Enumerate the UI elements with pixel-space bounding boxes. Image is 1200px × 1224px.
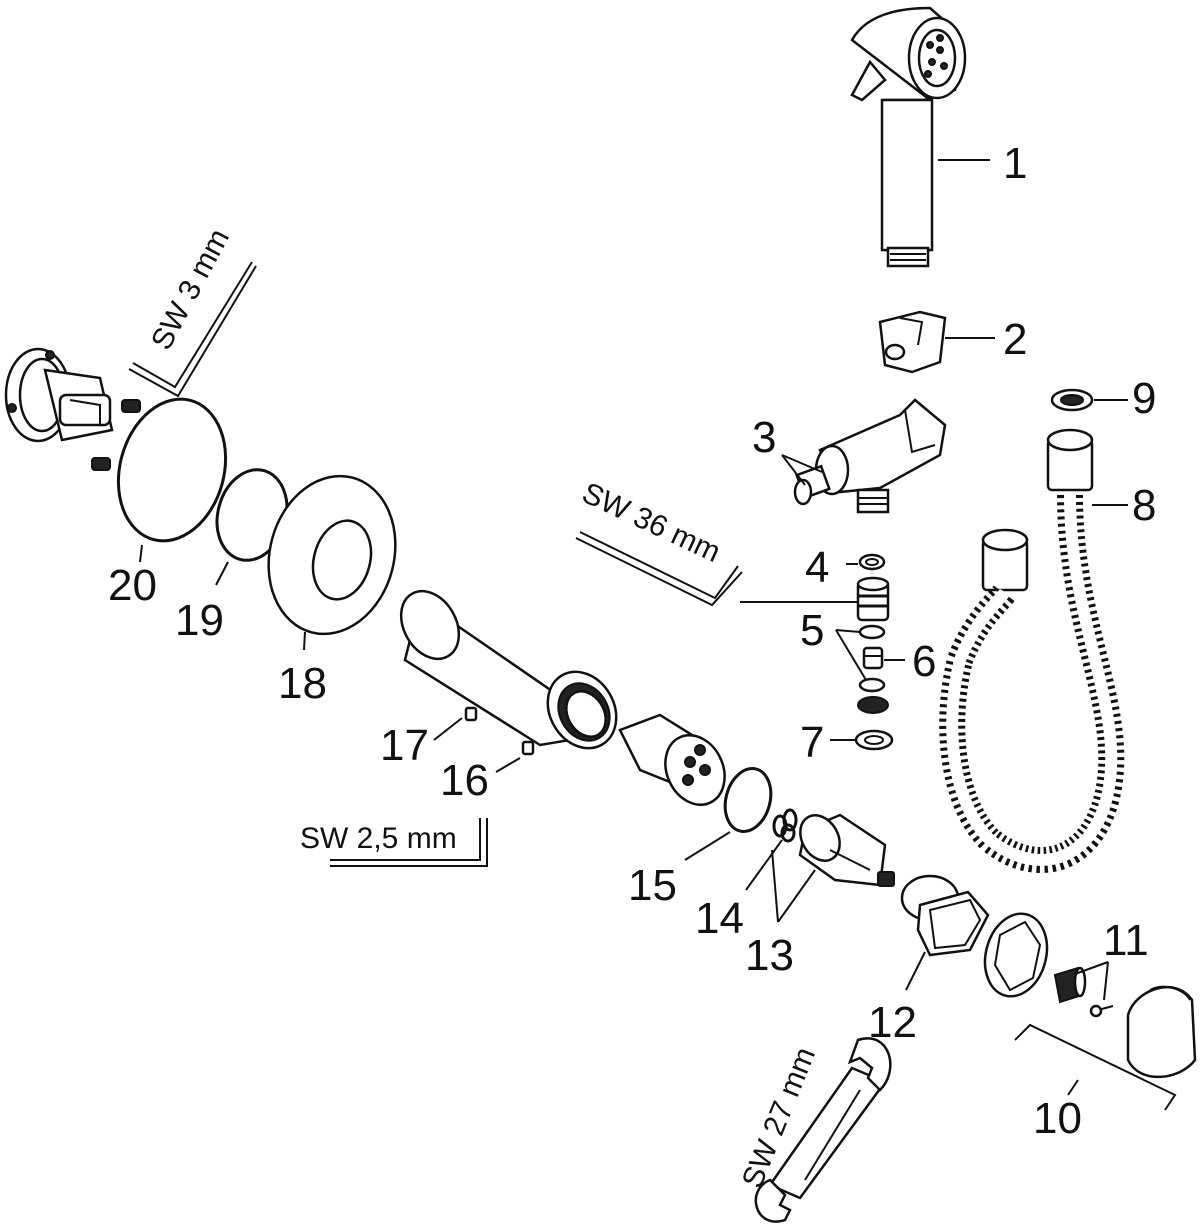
label-part-4: 4 [805, 543, 829, 592]
label-part-13: 13 [745, 931, 794, 980]
tool-label-sw25: SW 2,5 mm [300, 822, 457, 855]
valve-body [399, 589, 618, 750]
part-20-o-ring [116, 397, 228, 543]
leader-11a [1074, 961, 1109, 975]
label-part-15: 15 [628, 861, 677, 910]
part-7-washer [854, 729, 894, 751]
part-9-filter-washer [1050, 388, 1094, 412]
tool-hex-key-2-5mm: SW 2,5 mm [300, 818, 488, 867]
part-12-hex-adapter [900, 874, 990, 957]
leader-3a [781, 454, 806, 486]
label-part-19: 19 [175, 596, 224, 645]
leader-15 [684, 831, 731, 861]
label-part-10: 10 [1033, 1094, 1082, 1143]
label-part-11: 11 [1103, 916, 1149, 965]
part-6-valve-insert [857, 646, 889, 714]
label-part-5: 5 [800, 606, 824, 655]
part-1-hand-shower [850, 6, 967, 268]
label-part-3: 3 [752, 413, 776, 462]
label-part-9: 9 [1132, 374, 1156, 423]
leader-5b [835, 629, 867, 681]
label-part-1: 1 [1003, 139, 1027, 188]
valve-cartridge [618, 713, 726, 806]
label-part-17: 17 [380, 721, 429, 770]
bracket-10 [1014, 1023, 1177, 1111]
part-13-cartridge [798, 813, 895, 887]
leader-19 [215, 561, 229, 586]
label-part-8: 8 [1132, 481, 1156, 530]
leader-18 [303, 631, 306, 651]
leader-13a [771, 849, 779, 923]
part-17-set-screw [464, 706, 478, 722]
label-part-14: 14 [695, 894, 744, 943]
part-11-adapter-and-screw [1053, 966, 1114, 1018]
leader-5a [835, 629, 861, 633]
part-4-o-ring [858, 553, 886, 571]
leader-14 [745, 839, 783, 891]
tool-label-sw3: SW 3 mm [145, 224, 236, 356]
part-5-check-valve [856, 576, 890, 693]
part-14-small-o-rings [772, 808, 798, 843]
leader-12 [905, 951, 926, 991]
tool-wrench-27mm: SW 27 mm [736, 1037, 892, 1223]
label-part-6: 6 [912, 637, 936, 686]
leader-16 [495, 757, 521, 773]
label-part-2: 2 [1003, 315, 1027, 364]
label-part-7: 7 [800, 718, 824, 767]
part-2-holder-clip [878, 310, 947, 374]
label-part-20: 20 [108, 561, 157, 610]
part-10-handle [1126, 985, 1197, 1079]
tool-label-sw36: SW 36 mm [577, 476, 725, 569]
leader-17 [433, 717, 463, 741]
label-part-16: 16 [440, 756, 489, 805]
part-15-o-ring [723, 767, 773, 833]
hex-cover-plate [983, 912, 1049, 998]
part-8-shower-hose [939, 428, 1125, 873]
part-20-wall-bracket [4, 347, 141, 471]
part-3-wall-outlet-holder [793, 398, 947, 514]
part-18-wall-rosette [267, 474, 397, 636]
leader-20 [139, 544, 143, 563]
label-part-18: 18 [278, 659, 327, 708]
part-16-set-screw [521, 740, 535, 756]
leader-13b [777, 869, 816, 923]
leader-10 [1067, 1079, 1079, 1096]
tool-hex-key-3mm: SW 3 mm [128, 224, 257, 398]
tool-hex-key-36mm: SW 36 mm [575, 476, 743, 607]
leader-3b [781, 454, 823, 473]
leader-11b [1103, 961, 1109, 1001]
